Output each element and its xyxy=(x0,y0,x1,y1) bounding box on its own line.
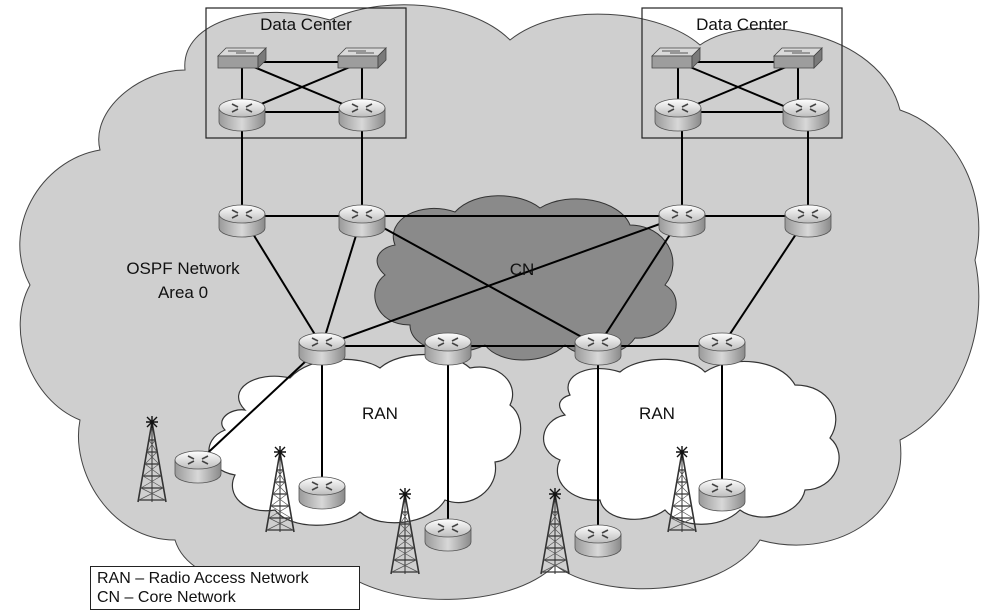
router-icon xyxy=(338,98,386,132)
router-icon xyxy=(574,332,622,366)
ran-label-right: RAN xyxy=(639,404,675,423)
router-icon xyxy=(784,204,832,238)
data-center-label-right: Data Center xyxy=(696,15,788,34)
router-icon xyxy=(424,332,472,366)
data-center-box-right xyxy=(641,7,843,139)
router-icon xyxy=(698,332,746,366)
router-icon xyxy=(218,98,266,132)
area-label: Area 0 xyxy=(158,283,208,302)
legend-box: RAN – Radio Access Network CN – Core Net… xyxy=(90,566,360,610)
router-icon xyxy=(782,98,830,132)
ran-label-left: RAN xyxy=(362,404,398,423)
core-network-cloud xyxy=(374,195,677,361)
router-icon xyxy=(574,524,622,558)
switch-icon xyxy=(773,47,823,69)
switch-icon xyxy=(337,47,387,69)
router-icon xyxy=(654,98,702,132)
legend-cn: CN – Core Network xyxy=(97,589,236,606)
core-network-label: CN xyxy=(510,260,535,279)
ran-cloud-right xyxy=(543,358,840,525)
router-icon xyxy=(424,518,472,552)
router-icon xyxy=(338,204,386,238)
router-icon xyxy=(298,332,346,366)
ospf-network-label: OSPF Network xyxy=(126,259,240,278)
ran-cloud-left xyxy=(208,354,522,526)
router-icon xyxy=(698,478,746,512)
router-icon xyxy=(298,476,346,510)
data-center-label-left: Data Center xyxy=(260,15,352,34)
data-center-box-left xyxy=(205,7,407,139)
legend-ran: RAN – Radio Access Network xyxy=(97,570,309,587)
router-icon xyxy=(174,450,222,484)
router-icon xyxy=(218,204,266,238)
switch-icon xyxy=(651,47,701,69)
switch-icon xyxy=(217,47,267,69)
router-icon xyxy=(658,204,706,238)
